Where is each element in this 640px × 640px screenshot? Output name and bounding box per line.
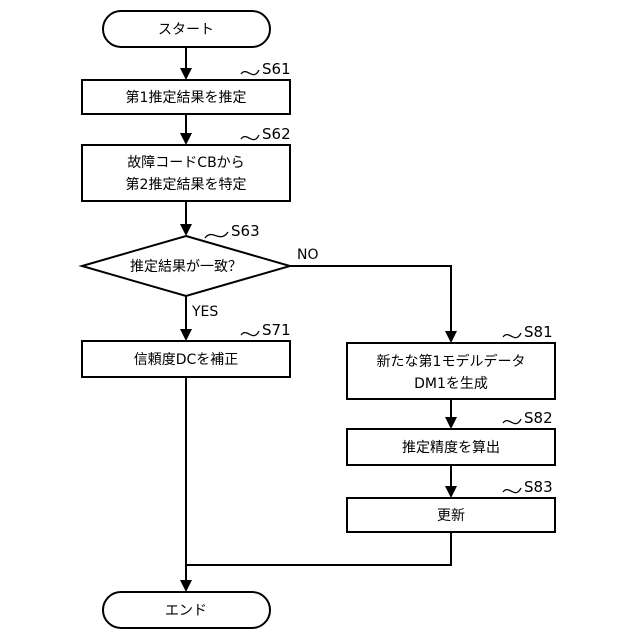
leader-s61 [241,70,259,75]
branch-label-no: NO [297,247,319,263]
arrowhead [180,68,192,80]
s81-text-line2: DM1を生成 [414,376,488,392]
s63-text: 推定結果が一致？ [130,259,242,275]
leader-s81 [503,333,521,338]
step-id-s82: S82 [524,409,553,427]
connector-s83-merge [186,532,451,565]
connector-s63-no [290,266,451,333]
leader-s63 [205,232,228,238]
s71-text: 信頼度DCを補正 [134,352,239,368]
step-id-s81: S81 [524,323,553,341]
leader-s83 [503,488,521,493]
leader-s71 [241,331,259,336]
end-label: エンド [165,603,207,619]
step-id-s83: S83 [524,478,553,496]
arrowhead [180,580,192,592]
s82-text: 推定精度を算出 [402,440,500,456]
arrowhead [445,417,457,429]
arrowhead [180,224,192,236]
arrowhead [180,329,192,341]
step-id-s63: S63 [231,222,260,240]
arrowhead [445,486,457,498]
branch-label-yes: YES [191,304,218,320]
leader-s62 [241,135,259,140]
arrowhead [180,133,192,145]
s83-text: 更新 [437,508,465,524]
start-label: スタート [158,22,214,38]
s61-text: 第1推定結果を推定 [126,89,247,106]
s62-text-line2: 第2推定結果を特定 [126,176,247,193]
leader-s82 [503,419,521,424]
step-id-s62: S62 [262,125,291,143]
step-id-s71: S71 [262,321,291,339]
step-id-s61: S61 [262,60,291,78]
s81-text-line1: 新たな第1モデルデータ [377,353,526,370]
arrowhead [445,331,457,343]
s62-text-line1: 故障コードCBから [127,155,244,171]
